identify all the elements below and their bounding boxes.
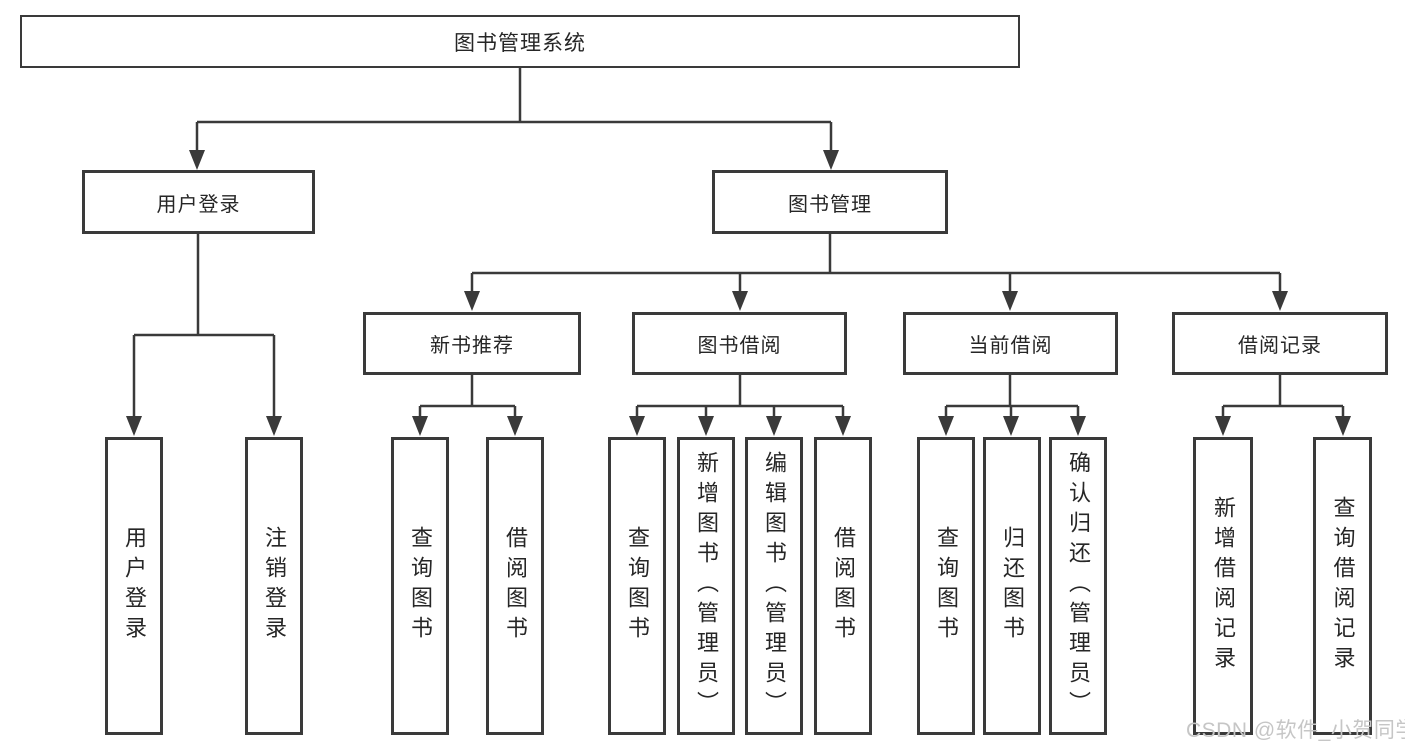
node-leaf-query-books-borrowing: 查询图书 [608, 437, 666, 735]
node-leaf-add-books-admin: 新增图书（管理员） [677, 437, 735, 735]
node-leaf-add-borrow-record-label: 新增借阅记录 [1211, 496, 1236, 676]
node-leaf-confirm-return-admin: 确认归还（管理员） [1049, 437, 1107, 735]
node-leaf-borrow-books-recommend-label: 借阅图书 [503, 526, 528, 646]
node-book-borrowing-label: 图书借阅 [697, 335, 782, 357]
node-root: 图书管理系统 [20, 15, 1020, 68]
node-leaf-query-books-current-label: 查询图书 [934, 526, 959, 646]
node-leaf-user-login-label: 用户登录 [122, 526, 147, 646]
node-book-management-label: 图书管理 [788, 193, 872, 216]
node-borrowing-records-label: 借阅记录 [1238, 335, 1322, 357]
node-leaf-add-books-admin-label: 新增图书（管理员） [694, 451, 719, 721]
node-leaf-logout-label: 注销登录 [262, 526, 287, 646]
node-leaf-logout: 注销登录 [245, 437, 303, 735]
node-book-borrowing: 图书借阅 [632, 312, 847, 375]
node-leaf-borrow-books-recommend: 借阅图书 [486, 437, 544, 735]
node-new-book-recommend-label: 新书推荐 [430, 335, 514, 357]
node-leaf-borrow-books: 借阅图书 [814, 437, 872, 735]
node-root-label: 图书管理系统 [454, 31, 586, 55]
node-leaf-add-borrow-record: 新增借阅记录 [1193, 437, 1253, 735]
node-leaf-query-books-recommend: 查询图书 [391, 437, 449, 735]
node-leaf-query-books-recommend-label: 查询图书 [408, 526, 433, 646]
node-leaf-user-login: 用户登录 [105, 437, 163, 735]
node-borrowing-records: 借阅记录 [1172, 312, 1388, 375]
csdn-watermark: CSDN @软件_小贺同学 [1186, 719, 1405, 742]
node-leaf-return-books: 归还图书 [983, 437, 1041, 735]
node-leaf-confirm-return-admin-label: 确认归还（管理员） [1066, 451, 1091, 721]
node-leaf-edit-books-admin: 编辑图书（管理员） [745, 437, 803, 735]
node-current-borrowing-label: 当前借阅 [968, 335, 1053, 357]
node-leaf-edit-books-admin-label: 编辑图书（管理员） [762, 451, 787, 721]
node-leaf-query-books-borrowing-label: 查询图书 [625, 526, 650, 646]
node-book-management: 图书管理 [712, 170, 948, 234]
node-leaf-return-books-label: 归还图书 [1000, 526, 1025, 646]
node-new-book-recommend: 新书推荐 [363, 312, 581, 375]
node-leaf-query-borrow-record-label: 查询借阅记录 [1330, 496, 1356, 676]
node-user-login-label: 用户登录 [156, 193, 241, 216]
node-leaf-query-borrow-record: 查询借阅记录 [1313, 437, 1372, 735]
node-leaf-query-books-current: 查询图书 [917, 437, 975, 735]
node-current-borrowing: 当前借阅 [903, 312, 1118, 375]
node-user-login: 用户登录 [82, 170, 315, 234]
node-leaf-borrow-books-label: 借阅图书 [831, 526, 856, 646]
